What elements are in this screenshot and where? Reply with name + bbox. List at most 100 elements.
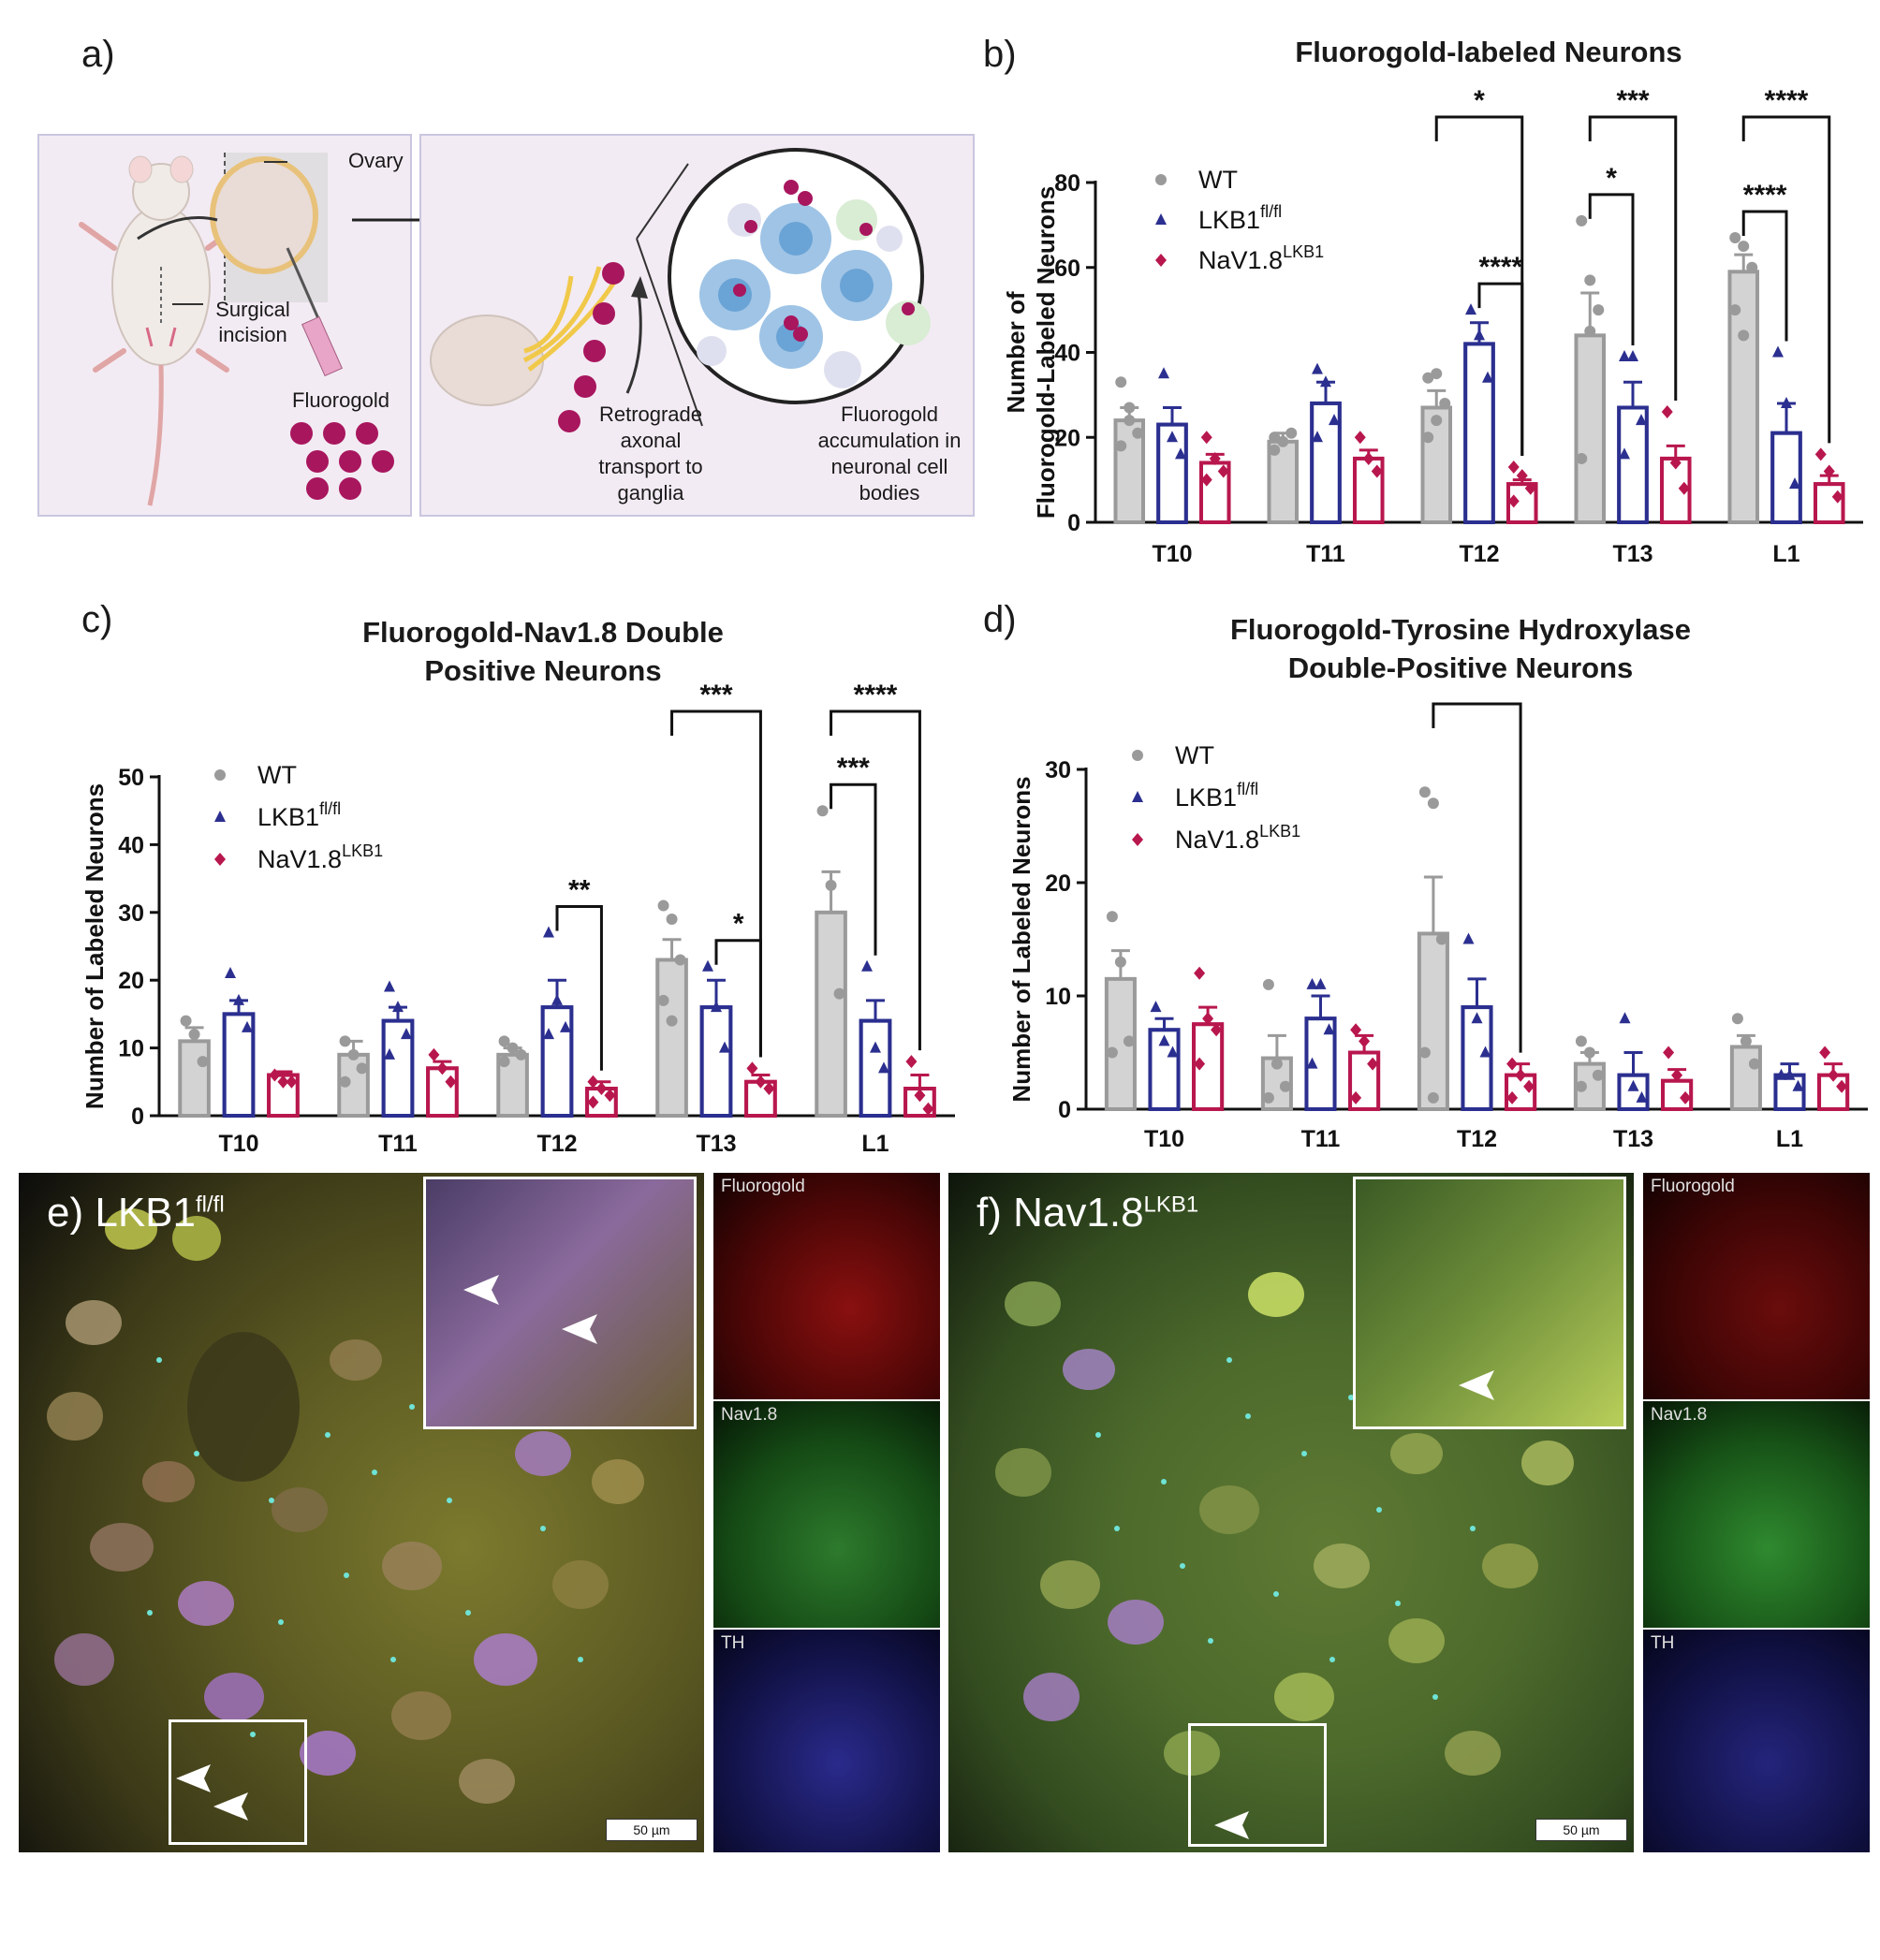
data-point: [1422, 431, 1434, 444]
data-point: [1789, 477, 1800, 490]
channel-label: TH: [1651, 1633, 1675, 1653]
data-point: [674, 954, 686, 966]
x-tick-label: T11: [378, 1131, 418, 1151]
significance-label: **: [568, 875, 591, 906]
bar: [1770, 431, 1802, 524]
data-point: [1593, 304, 1605, 316]
data-point: [1285, 427, 1298, 439]
data-point: [666, 1015, 678, 1027]
data-point: [1211, 1023, 1223, 1037]
data-point: [1671, 1068, 1683, 1082]
legend-label-sup: fl/fl: [1237, 780, 1258, 798]
legend-label-sup: LKB1: [1259, 822, 1300, 841]
channel-e-nav18: Nav1.8: [713, 1401, 940, 1628]
legend-label: WT: [257, 761, 297, 789]
legend-label-sup: fl/fl: [1260, 202, 1282, 221]
panel-letter-c: c): [81, 599, 113, 640]
data-point: [225, 966, 236, 978]
data-point: [1465, 303, 1476, 315]
channel-f-nav18: Nav1.8: [1643, 1401, 1870, 1628]
legend-marker: [214, 769, 226, 781]
x-tick-label: T13: [1613, 1126, 1653, 1151]
data-point: [392, 1001, 404, 1013]
legend-label-text: WT: [257, 761, 297, 789]
y-tick-label: 30: [1045, 757, 1071, 783]
data-point: [1576, 452, 1588, 464]
bar: [1463, 342, 1495, 524]
data-point: [1729, 304, 1741, 316]
transport-label: Retrograde axonal transport to ganglia: [598, 402, 703, 505]
data-point: [445, 1075, 457, 1089]
data-point: [286, 1075, 298, 1089]
data-point: [1315, 977, 1327, 989]
data-point: [1746, 261, 1758, 273]
data-point: [1474, 329, 1485, 341]
data-point: [1115, 440, 1127, 452]
data-point: [1270, 1058, 1283, 1070]
data-point: [1471, 1012, 1483, 1024]
data-point: [188, 1029, 200, 1041]
legend-label-sup: LKB1: [1283, 242, 1324, 261]
scalebar-f: 50 µm: [1535, 1819, 1627, 1841]
legend-label: LKB1fl/fl: [257, 799, 341, 831]
legend-marker: [214, 811, 226, 822]
mouse-illustration: [79, 153, 394, 506]
channel-label: TH: [721, 1633, 745, 1653]
micrograph-e-inset-large: [423, 1177, 697, 1429]
significance-bracket: [555, 905, 603, 1071]
data-point: [1200, 431, 1212, 445]
data-point: [833, 987, 845, 1000]
legend-marker: [1155, 254, 1167, 267]
data-point: [498, 1056, 510, 1068]
x-tick-label: L1: [861, 1131, 889, 1151]
data-point: [1524, 481, 1536, 495]
bar: [1773, 1073, 1806, 1112]
inset-arrows: [463, 1275, 597, 1344]
data-point: [1740, 1035, 1752, 1047]
data-point: [1329, 414, 1340, 426]
micrograph-e-cells: [47, 1208, 644, 1804]
y-tick-label: 0: [1067, 510, 1080, 536]
micrograph-f-inset-small: [1188, 1723, 1327, 1847]
significance-bracket: [830, 709, 921, 1051]
data-point: [1592, 1069, 1604, 1081]
data-point: [1354, 431, 1366, 445]
data-point: [1836, 1079, 1848, 1093]
data-point: [1506, 1090, 1519, 1104]
x-tick-label: T10: [1144, 1126, 1184, 1151]
data-point: [1479, 1046, 1491, 1058]
y-tick-label: 60: [1054, 256, 1080, 282]
legend-marker: [1132, 750, 1143, 761]
x-tick-label: T12: [536, 1131, 577, 1151]
data-point: [1427, 797, 1439, 810]
data-point: [1819, 1046, 1831, 1060]
data-point: [1748, 1058, 1760, 1070]
accumulation-label: Fluorogold accumulation in neuronal cell…: [817, 402, 962, 505]
data-point: [1306, 977, 1318, 989]
data-point: [604, 1089, 616, 1103]
data-point: [1123, 1035, 1135, 1047]
data-point: [1194, 1057, 1206, 1071]
data-point: [242, 1020, 253, 1032]
data-point: [543, 1028, 554, 1040]
data-point: [1150, 1001, 1162, 1013]
data-point: [384, 980, 395, 992]
data-point: [587, 1095, 599, 1109]
legend-label-text: NaV1.8: [1175, 826, 1259, 854]
significance-label: ****: [1479, 252, 1523, 283]
data-point: [347, 1048, 360, 1060]
data-point: [560, 1020, 571, 1032]
significance-bracket: [1432, 702, 1522, 1053]
data-point: [339, 1035, 351, 1047]
data-point: [1320, 375, 1331, 388]
significance-label: ****: [1743, 180, 1787, 211]
chart-c-title: Fluorogold-Nav1.8 Double Positive Neuron…: [362, 616, 724, 687]
micrograph-f: f) Nav1.8LKB1 50 µm: [948, 1173, 1634, 1852]
chart-d-title: Fluorogold-Tyrosine Hydroxylase Double-P…: [1229, 613, 1692, 684]
data-point: [1636, 1090, 1648, 1103]
data-point: [1418, 786, 1431, 798]
bar: [699, 1005, 733, 1118]
inset-small-arrows: [1214, 1811, 1249, 1839]
data-point: [1627, 1079, 1639, 1091]
